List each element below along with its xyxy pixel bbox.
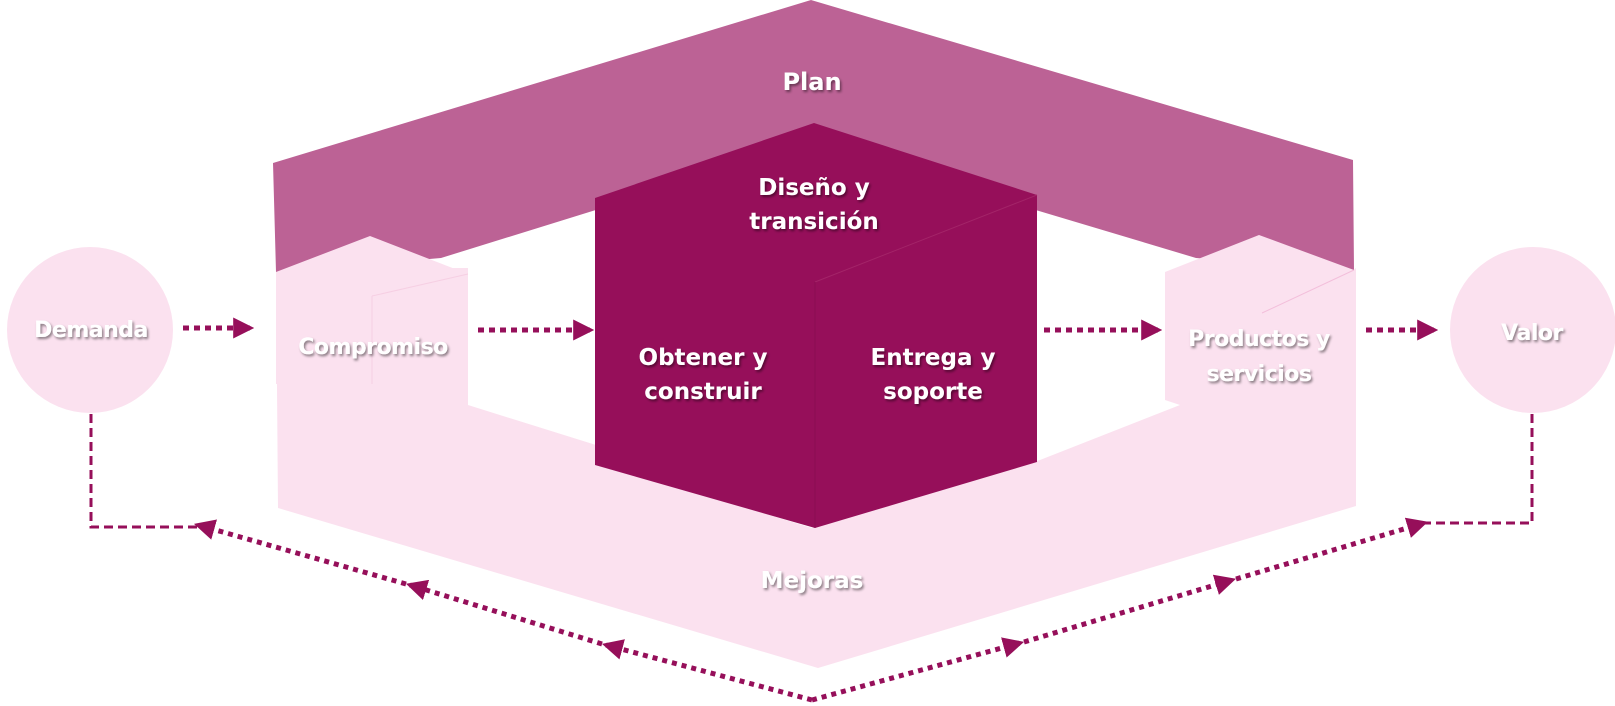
products-cube <box>1165 235 1355 405</box>
demand-node <box>7 247 173 413</box>
deliver-label-line1: Entrega y <box>870 345 995 371</box>
products-label-line1: Productos y <box>1188 327 1330 352</box>
core-cube <box>595 123 1038 528</box>
value-label: Valor <box>1501 321 1563 346</box>
core-cube-body <box>595 123 1037 528</box>
feedback-arrow-left-2 <box>405 579 603 647</box>
obtain-label-line2: construir <box>644 379 762 405</box>
feedback-connector-demand <box>89 414 203 529</box>
feedback-arrow-right-3 <box>1235 517 1429 582</box>
demand-label: Demanda <box>34 318 148 343</box>
obtain-label-line1: Obtener y <box>639 345 768 371</box>
improve-label: Mejoras <box>761 568 864 594</box>
feedback-arrow-left-3 <box>193 519 407 587</box>
deliver-label-line2: soporte <box>883 379 983 405</box>
feedback-connector-value <box>1420 414 1534 525</box>
feedback-arrow-right-2 <box>1023 574 1237 645</box>
engage-cube <box>276 236 469 410</box>
plan-label: Plan <box>782 68 841 96</box>
engage-label: Compromiso <box>298 335 448 360</box>
value-node <box>1450 247 1615 413</box>
design-label-line1: Diseño y <box>758 175 869 201</box>
design-label-line2: transición <box>749 209 879 235</box>
improve-band <box>276 268 1356 668</box>
products-label-line2: servicios <box>1206 362 1311 387</box>
